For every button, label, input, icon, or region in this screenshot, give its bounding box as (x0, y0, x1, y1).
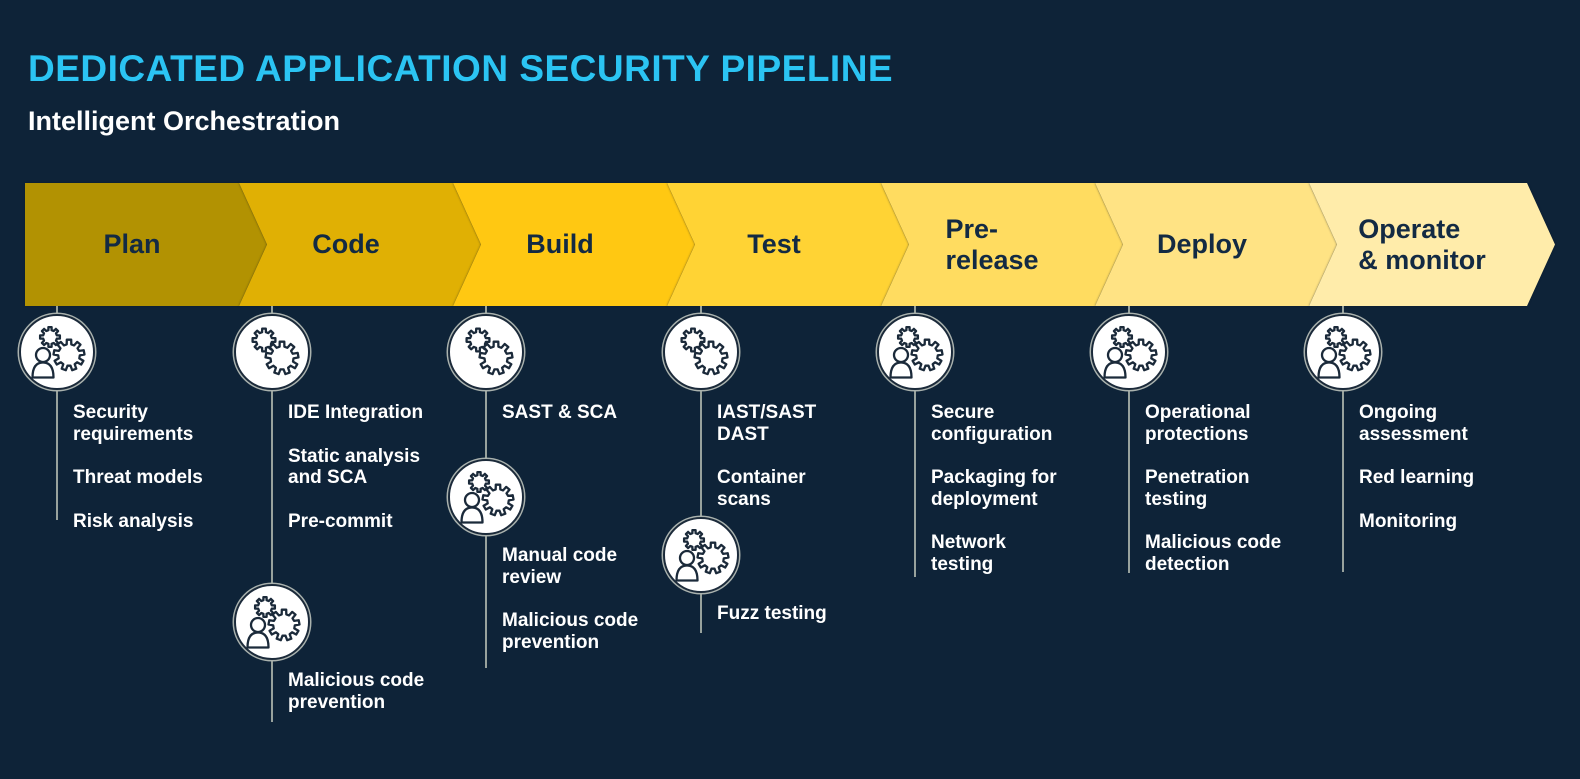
stage-connector-line (700, 306, 702, 633)
stage-item: Security requirements (73, 402, 194, 445)
stage-connector-line (56, 306, 58, 520)
stage-icon-circle (19, 314, 95, 390)
stage-item: Secure configuration (931, 402, 1053, 445)
stage-item: Malicious code prevention (288, 670, 425, 713)
stage-item: Risk analysis (73, 510, 194, 532)
gears-icon (679, 326, 729, 375)
page-title: DEDICATED APPLICATION SECURITY PIPELINE (28, 48, 894, 89)
stage-label: Pre- release (945, 213, 1039, 275)
stage-item: Threat models (73, 467, 203, 488)
stage-icon-circle (877, 314, 953, 390)
stage-item: Static analysis and SCA (288, 445, 421, 489)
page-subtitle: Intelligent Orchestration (28, 106, 341, 136)
stage-connector-line (1128, 306, 1130, 573)
stage-item: Packaging for deployment (931, 467, 1057, 510)
pipeline-stage-chevron-2: Build (453, 183, 695, 306)
stage-item: Malicious code prevention (502, 610, 639, 653)
stage-icon-circle (448, 459, 524, 535)
stage-item: Operational protections (1145, 402, 1251, 445)
stage-item: Red learning (1359, 467, 1475, 488)
chevron-shape: Pre- release (881, 183, 1123, 306)
person-gears-icon (674, 528, 730, 582)
person-gears-icon (459, 470, 515, 524)
stage-item: Network testing (931, 532, 1006, 575)
stage-label: Plan (103, 229, 161, 259)
chevron-shape: Deploy (1095, 183, 1337, 306)
stage-item: Malicious code detection (1145, 532, 1282, 575)
stage-item: Monitoring (1359, 510, 1458, 532)
gears-icon (464, 326, 514, 375)
stage-icon-circle (448, 314, 524, 390)
stage-icon-circle (234, 314, 310, 390)
gears-icon (250, 326, 300, 375)
stage-label: Code (312, 229, 380, 259)
pipeline-stage-chevron-0: Plan (25, 183, 267, 306)
stage-item: Ongoing assessment (1359, 402, 1468, 445)
stage-item: Manual code review (502, 545, 618, 588)
chevron-shape: Code (239, 183, 481, 306)
stage-item: SAST & SCA (502, 402, 618, 423)
stage-connector-line (914, 306, 916, 577)
stage-item: IAST/SAST DAST (717, 402, 817, 445)
stage-icon-circle (234, 584, 310, 660)
person-gears-icon (1316, 325, 1372, 379)
person-gears-icon (888, 325, 944, 379)
stage-item: Fuzz testing (717, 603, 827, 624)
stage-icon-circle (1091, 314, 1167, 390)
chevron-shape: Operate & monitor (1309, 183, 1555, 306)
pipeline-stage-chevron-5: Deploy (1095, 183, 1337, 306)
stage-item: IDE Integration (288, 402, 424, 423)
stage-item: Penetration testing (1145, 467, 1250, 510)
stage-icon-circle (1305, 314, 1381, 390)
stage-label: Deploy (1156, 229, 1248, 259)
pipeline-stage-chevron-6: Operate & monitor (1309, 183, 1555, 306)
stage-item: Container scans (717, 467, 806, 510)
stage-connector-line (1342, 306, 1344, 572)
pipeline-stage-chevron-1: Code (239, 183, 481, 306)
stage-icon-circle (663, 517, 739, 593)
pipeline-stage-chevron-3: Test (667, 183, 909, 306)
stage-label: Build (526, 229, 594, 259)
person-gears-icon (245, 595, 301, 649)
stage-label: Operate & monitor (1358, 213, 1486, 275)
chevron-shape: Plan (25, 183, 267, 306)
chevron-shape: Build (453, 183, 695, 306)
chevron-shape: Test (667, 183, 909, 306)
person-gears-icon (30, 325, 86, 379)
stage-icon-circle (663, 314, 739, 390)
stage-connector-line (271, 306, 273, 722)
person-gears-icon (1102, 325, 1158, 379)
stage-item: Pre-commit (288, 510, 393, 532)
pipeline-stage-chevron-4: Pre- release (881, 183, 1123, 306)
stage-label: Test (747, 229, 801, 259)
